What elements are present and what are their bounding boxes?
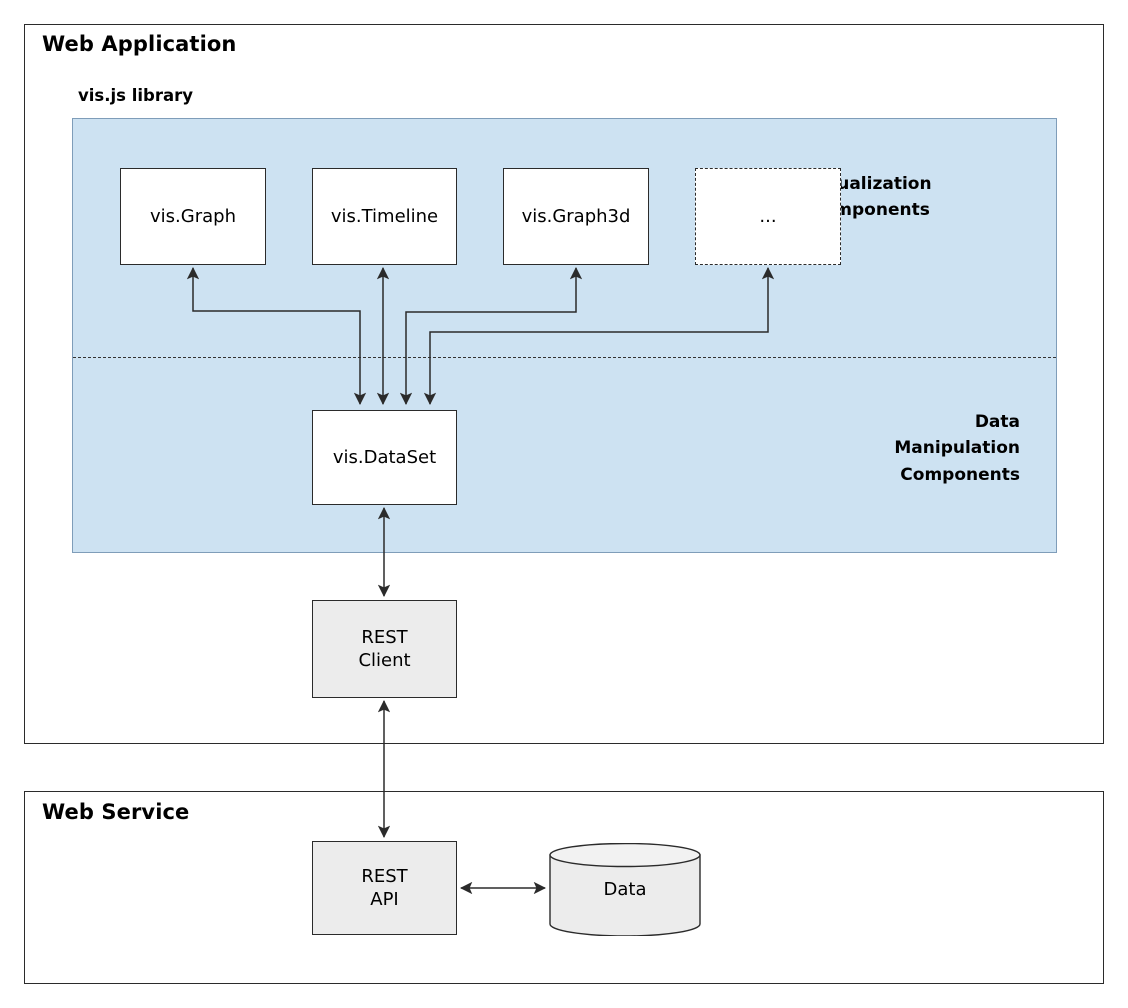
library-title: vis.js library: [78, 86, 194, 105]
node-more-components[interactable]: ...: [695, 168, 841, 265]
node-rest-client[interactable]: REST Client: [312, 600, 457, 698]
label-data-manipulation-components: Data Manipulation Components: [894, 412, 1020, 485]
node-rest-api[interactable]: REST API: [312, 841, 457, 935]
cylinder-icon: [549, 842, 701, 937]
node-vis-graph3d[interactable]: vis.Graph3d: [503, 168, 649, 265]
node-data-store-label: Data: [603, 879, 647, 900]
section-title-web-service: Web Service: [42, 800, 190, 824]
section-title-web-application: Web Application: [42, 32, 237, 56]
node-vis-graph[interactable]: vis.Graph: [120, 168, 266, 265]
node-data-store[interactable]: Data: [549, 842, 701, 937]
node-vis-timeline[interactable]: vis.Timeline: [312, 168, 457, 265]
panel-divider: [73, 357, 1056, 358]
node-vis-dataset[interactable]: vis.DataSet: [312, 410, 457, 505]
